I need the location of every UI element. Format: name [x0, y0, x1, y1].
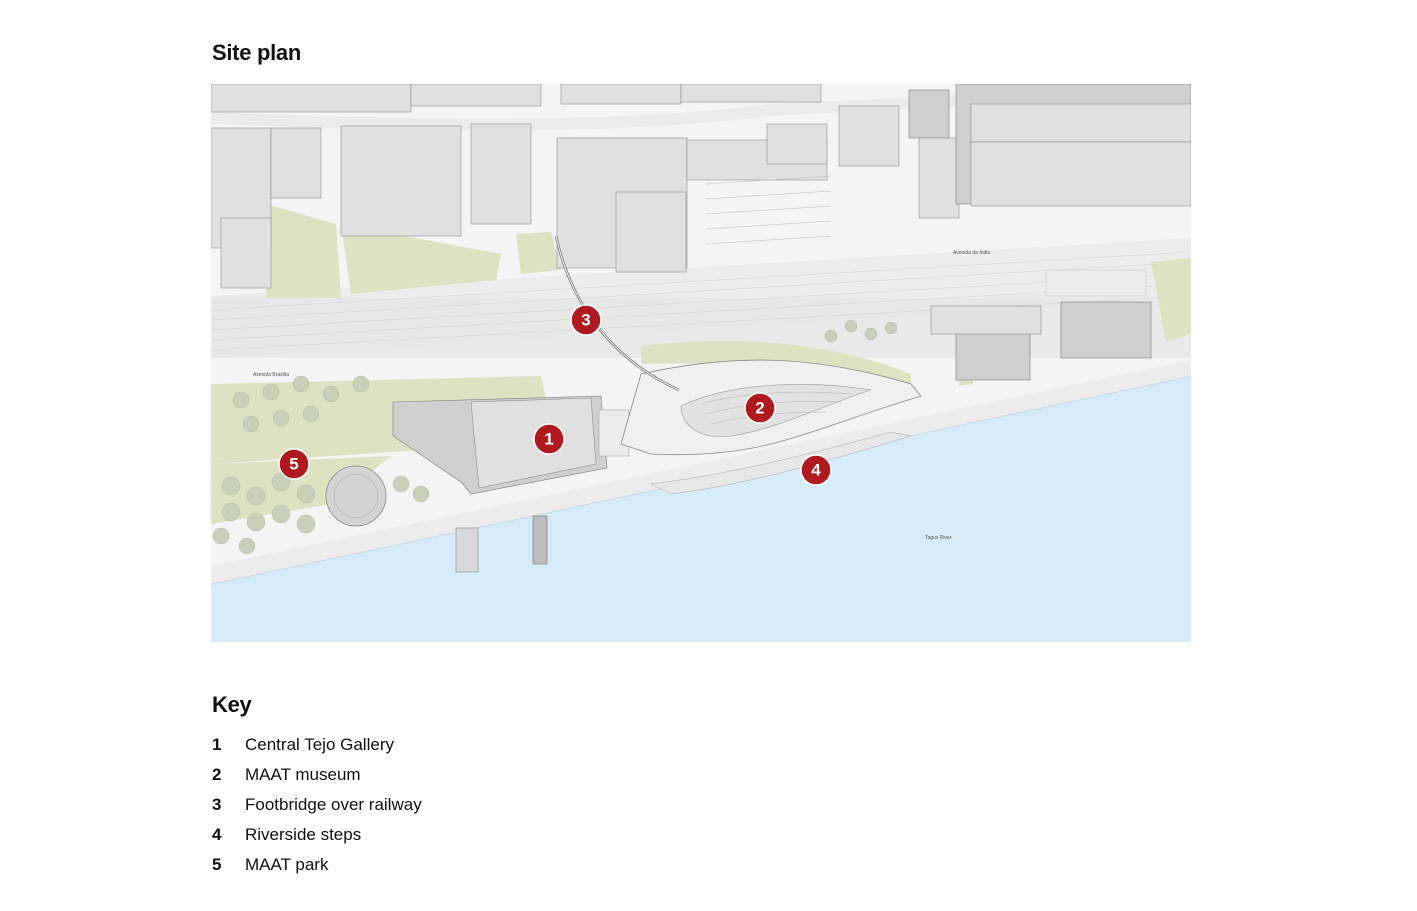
key-number: 5	[212, 855, 222, 874]
marker-3[interactable]: 3	[570, 304, 602, 336]
svg-text:2: 2	[755, 399, 764, 418]
key-item: 5 MAAT park	[212, 850, 422, 880]
svg-text:4: 4	[811, 461, 821, 480]
marker-2[interactable]: 2	[744, 392, 776, 424]
svg-text:3: 3	[581, 311, 590, 330]
site-plan-map: Avenida da Índia Avenida Brasília Tagus …	[211, 84, 1191, 642]
trees	[212, 319, 898, 555]
key-number: 3	[212, 795, 222, 814]
marker-4[interactable]: 4	[800, 454, 832, 486]
marker-5[interactable]: 5	[278, 448, 310, 480]
upper-buildings	[211, 84, 1191, 289]
key-label: Riverside steps	[245, 825, 362, 844]
key-label: Footbridge over railway	[245, 795, 422, 814]
building-right-2	[1060, 301, 1152, 359]
pier-1	[455, 527, 479, 573]
key-item: 3 Footbridge over railway	[212, 790, 422, 820]
central-tejo-building	[392, 395, 630, 495]
key-item: 2 MAAT museum	[212, 760, 422, 790]
page-title: Site plan	[212, 40, 301, 65]
label-avenida-brasilia: Avenida Brasília	[253, 372, 289, 378]
riverside-steps	[650, 431, 912, 495]
round-structure	[325, 465, 387, 527]
svg-text:1: 1	[544, 430, 553, 449]
key-number: 4	[212, 825, 222, 844]
green-area-left	[266, 204, 341, 298]
label-river: Tagus River	[925, 535, 952, 541]
key-label: MAAT museum	[245, 765, 361, 784]
key-title: Key	[212, 692, 252, 717]
svg-text:5: 5	[289, 455, 298, 474]
river-water	[211, 376, 1191, 642]
key-label: Central Tejo Gallery	[245, 735, 394, 754]
parking-lot	[705, 175, 832, 245]
marker-1[interactable]: 1	[533, 423, 565, 455]
key-number: 2	[212, 765, 222, 784]
key-number: 1	[212, 735, 222, 754]
key-item: 1 Central Tejo Gallery	[212, 730, 422, 760]
key-list: 1 Central Tejo Gallery 2 MAAT museum 3 F…	[212, 730, 422, 880]
key-item: 4 Riverside steps	[212, 820, 422, 850]
pier-2	[532, 515, 548, 565]
label-avenida-india: Avenida da Índia	[953, 249, 990, 256]
key-label: MAAT park	[245, 855, 329, 874]
upper-street	[211, 84, 1191, 131]
